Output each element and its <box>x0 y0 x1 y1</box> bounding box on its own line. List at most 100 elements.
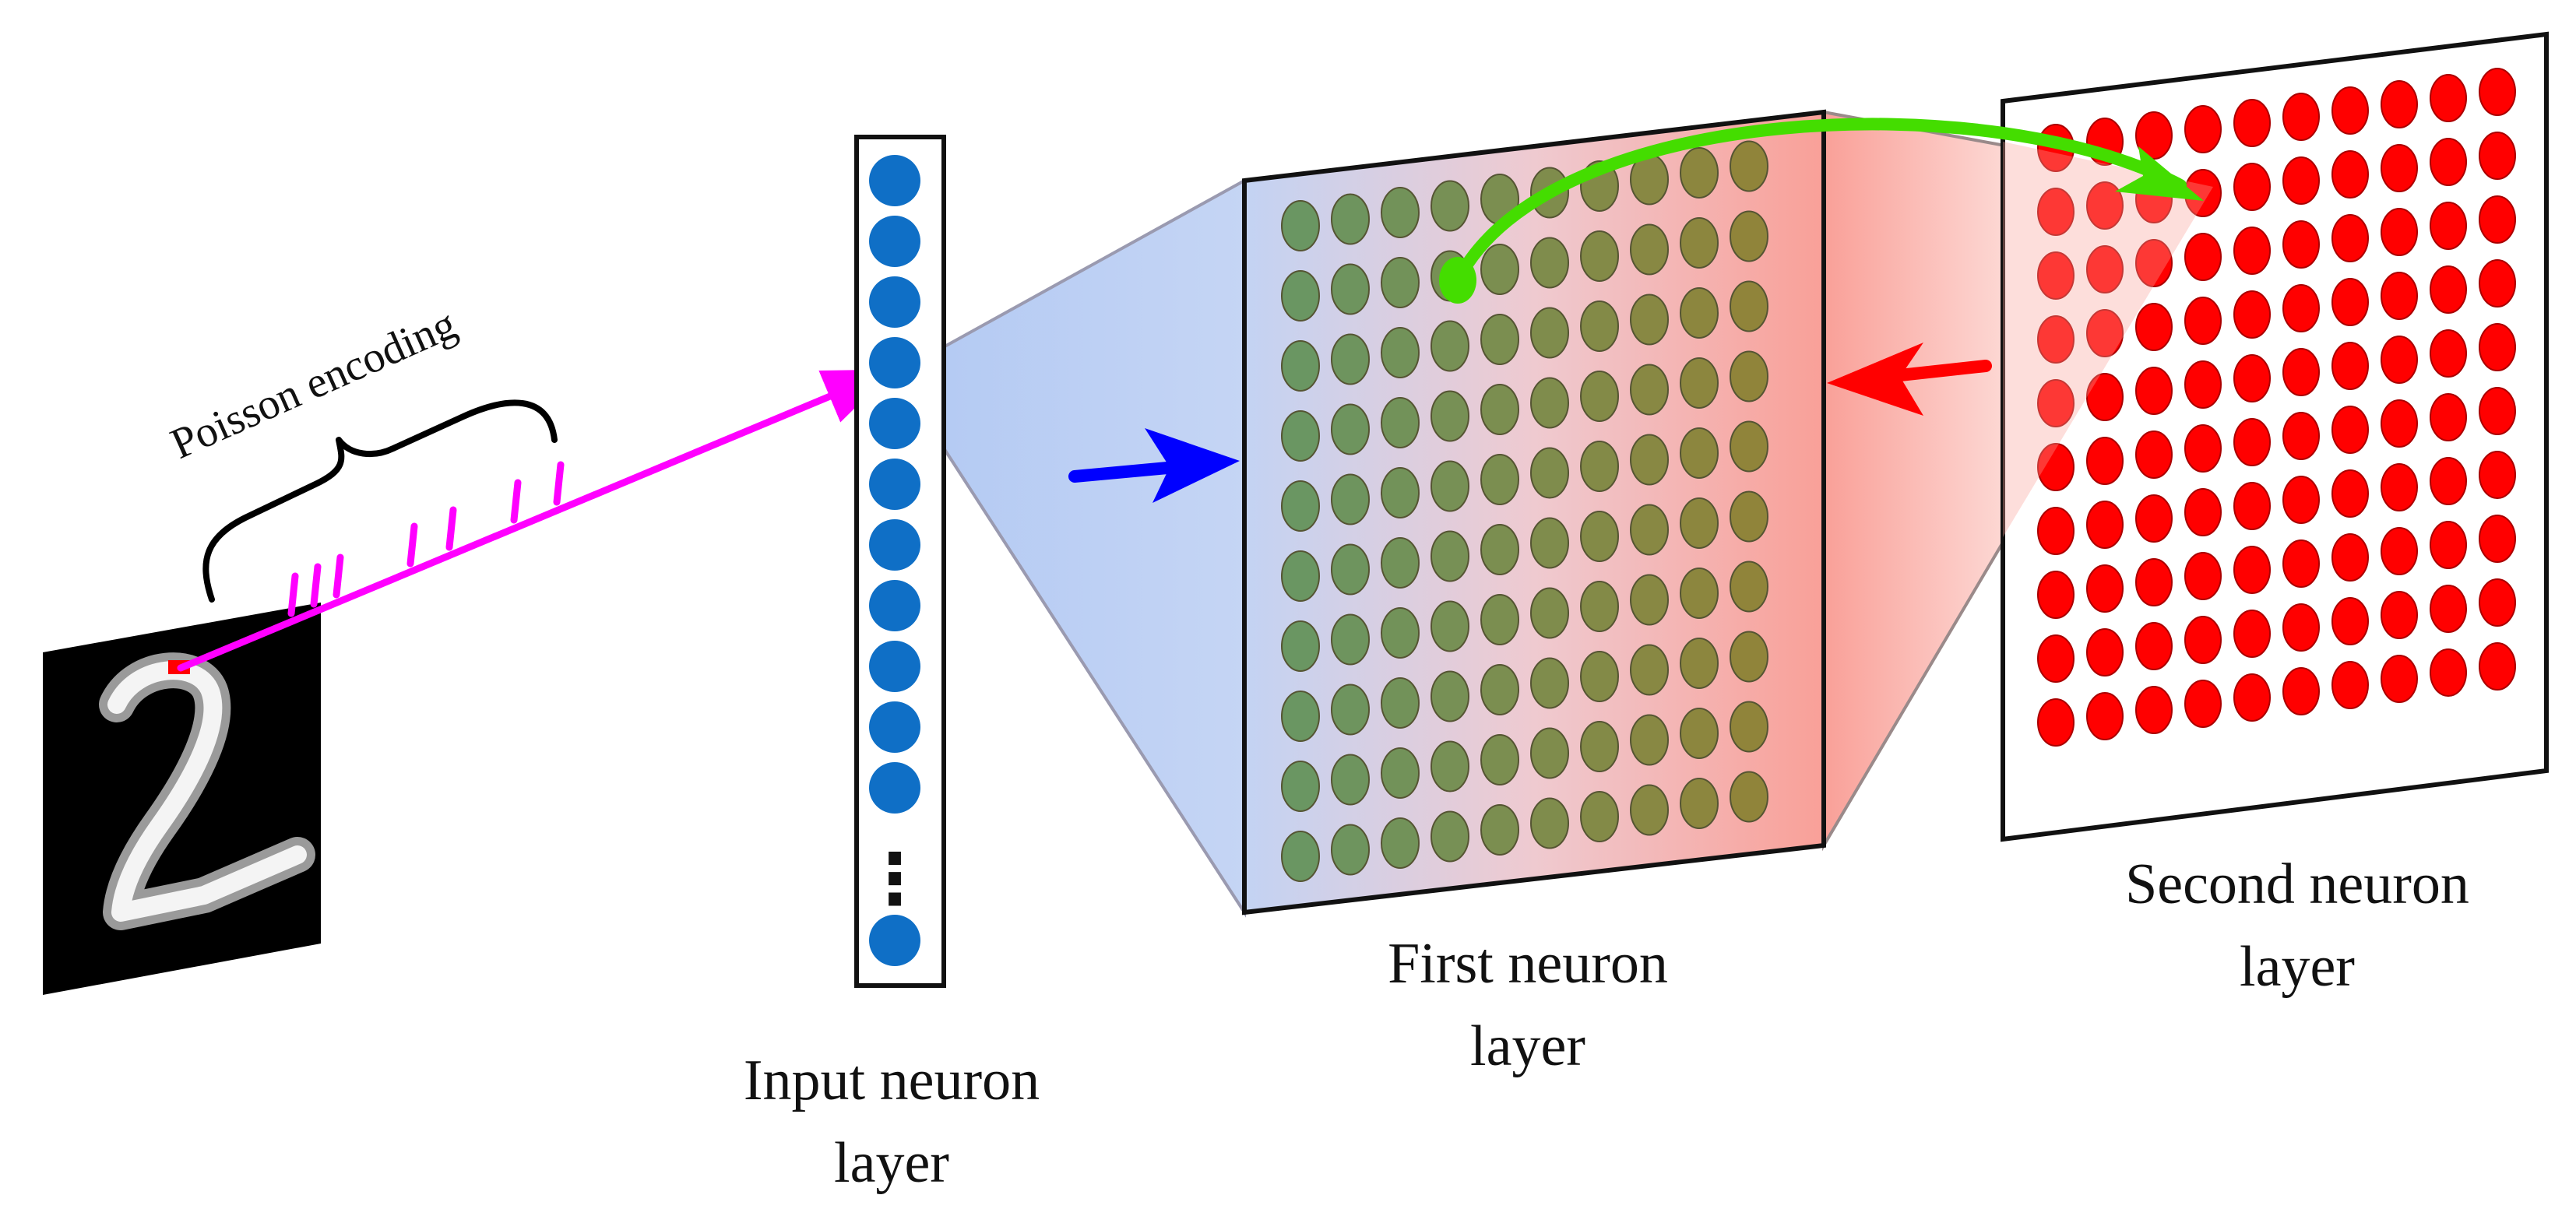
second-layer-neuron <box>2086 373 2124 421</box>
input-neuron <box>869 216 920 267</box>
second-layer-neuron <box>2135 431 2173 479</box>
second-layer-neuron <box>2233 354 2271 402</box>
second-layer-neuron <box>2331 406 2369 454</box>
second-layer-neuron <box>2233 290 2271 339</box>
first-layer-neuron <box>1530 237 1569 289</box>
second-layer-neuron <box>2331 150 2369 199</box>
second-layer-neuron <box>2233 418 2271 466</box>
input-layer-label-line1: Input neuron <box>744 1049 1040 1112</box>
first-layer-neuron <box>1480 734 1519 785</box>
second-layer-neuron <box>2331 214 2369 262</box>
second-layer-neuron <box>2135 303 2173 351</box>
input-neuron <box>869 519 920 571</box>
first-layer-neuron <box>1730 701 1768 753</box>
second-layer-neuron <box>2430 138 2467 186</box>
first-layer-neuron <box>1630 223 1669 276</box>
first-layer-neuron <box>1480 454 1519 505</box>
first-neuron-grid <box>1281 140 1768 882</box>
first-layer-neuron <box>1580 441 1619 492</box>
second-layer-neuron <box>2184 233 2222 281</box>
second-layer-neuron <box>2331 342 2369 390</box>
first-layer-neuron <box>1431 180 1469 232</box>
first-layer-neuron <box>1281 340 1320 392</box>
first-layer-neuron <box>1381 677 1420 729</box>
second-layer-neuron <box>2331 661 2369 709</box>
first-layer-neuron <box>1480 664 1519 715</box>
first-layer-neuron <box>1431 670 1469 722</box>
second-layer-neuron <box>2086 309 2124 357</box>
first-layer-neuron <box>1431 740 1469 792</box>
second-layer-neuron <box>2233 673 2271 722</box>
inhibitory-feedback-arrow <box>1827 343 1992 416</box>
second-layer-neuron <box>2233 227 2271 275</box>
first-layer-neuron <box>1580 230 1619 282</box>
first-layer-neuron <box>1680 568 1719 619</box>
first-layer-neuron <box>1630 504 1669 556</box>
input-neuron <box>869 762 920 814</box>
first-layer-neuron <box>1480 804 1519 856</box>
first-layer-neuron <box>1381 537 1420 589</box>
second-layer-neuron <box>2282 348 2320 396</box>
first-layer-neuron <box>1281 761 1320 812</box>
first-layer-neuron <box>1431 810 1469 863</box>
second-layer-neuron <box>2233 99 2271 147</box>
second-layer-neuron <box>2430 648 2467 697</box>
second-layer-neuron <box>2184 680 2222 728</box>
second-layer-neuron <box>2331 278 2369 326</box>
second-layer-label-line2: layer <box>2240 935 2355 999</box>
second-layer-neuron <box>2184 105 2222 153</box>
first-layer-neuron <box>1431 320 1469 372</box>
second-layer-label-line1: Second neuron <box>2125 852 2469 916</box>
first-layer-neuron <box>1680 778 1719 829</box>
first-layer-neuron <box>1331 333 1370 385</box>
first-layer-neuron <box>1630 784 1669 836</box>
first-layer-neuron <box>1331 543 1370 596</box>
first-layer-neuron <box>1331 684 1370 736</box>
second-layer-neuron <box>2135 111 2173 160</box>
second-layer-neuron <box>2331 533 2369 582</box>
second-layer-neuron <box>2037 507 2075 555</box>
input-neuron <box>869 276 920 328</box>
first-layer-neuron <box>1480 244 1519 295</box>
second-layer-neuron <box>2086 437 2124 485</box>
second-layer-neuron <box>2381 463 2418 511</box>
first-layer-neuron <box>1331 263 1370 315</box>
second-layer-neuron <box>2430 202 2467 250</box>
second-layer-neuron <box>2037 188 2075 236</box>
second-layer-neuron <box>2135 622 2173 670</box>
first-layer-neuron <box>1630 434 1669 486</box>
first-layer-neuron <box>1431 600 1469 652</box>
second-fan-overlay <box>2003 142 2213 537</box>
input-layer-label-line2: layer <box>834 1131 949 1195</box>
first-layer-neuron <box>1630 714 1669 766</box>
first-layer-neuron <box>1381 747 1420 799</box>
input-neuron <box>869 459 920 510</box>
second-layer-neuron <box>2331 597 2369 645</box>
second-layer-neuron <box>2282 284 2320 332</box>
first-layer-neuron <box>1281 691 1320 742</box>
input-neuron <box>869 337 920 388</box>
second-layer-neuron <box>2479 515 2516 563</box>
second-layer-neuron <box>2381 527 2418 575</box>
first-layer-neuron <box>1580 651 1619 702</box>
second-layer-neuron <box>2086 501 2124 549</box>
first-layer-neuron <box>1431 390 1469 442</box>
first-layer-neuron <box>1381 817 1420 869</box>
second-layer-neuron <box>2184 424 2222 473</box>
first-layer-neuron <box>1630 574 1669 626</box>
second-layer-neuron <box>2282 93 2320 141</box>
first-layer-neuron <box>1580 300 1619 352</box>
second-layer-neuron <box>2479 259 2516 308</box>
second-layer-neuron <box>2479 578 2516 627</box>
first-layer-neuron <box>1281 550 1320 602</box>
mnist-digit-image <box>43 603 321 995</box>
poisson-brace-icon <box>202 399 558 603</box>
first-layer-neuron <box>1580 371 1619 422</box>
first-layer-neuron <box>1630 364 1669 416</box>
second-layer-neuron <box>2037 443 2075 491</box>
second-layer-neuron <box>2282 156 2320 205</box>
first-layer-neuron <box>1281 620 1320 672</box>
second-layer-neuron <box>2233 482 2271 530</box>
input-neuron <box>869 915 920 966</box>
first-layer-neuron <box>1331 473 1370 525</box>
